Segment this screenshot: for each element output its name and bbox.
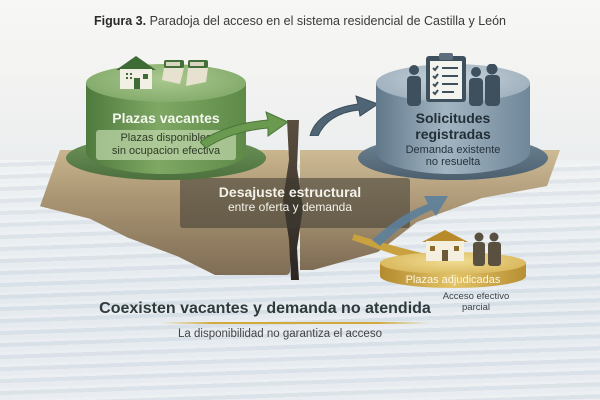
solicitudes-title: Solicitudes registradas (376, 110, 530, 142)
side-note: Acceso efectivo parcial (436, 291, 516, 313)
figure-title: Figura 3. Paradoja del acceso en el sist… (0, 14, 600, 28)
conclusion-headline: Coexisten vacantes y demanda no atendida (99, 300, 431, 317)
side-note-line1: Acceso efectivo (442, 291, 510, 302)
figure-label: Figura 3. (93, 14, 147, 28)
figure-title-text: Paradoja del acceso en el sistema reside… (149, 14, 507, 28)
solicitudes-subtitle-line1: Demanda existente (405, 144, 501, 156)
solicitudes-title-line1: Solicitudes (415, 110, 491, 126)
solicitudes-title-line2: registradas (415, 126, 491, 142)
adjudicadas-title: Plazas adjudicadas (405, 274, 501, 286)
vacantes-subtitle: Plazas disponibles sin ocupacion efectiv… (96, 130, 236, 160)
vacantes-title: Plazas vacantes (112, 110, 220, 126)
vacantes-subtitle-line2: sin ocupacion efectiva (111, 145, 221, 157)
gold-divider (160, 322, 430, 324)
house-icon (422, 230, 468, 261)
vacantes-subtitle-line1: Plazas disponibles (120, 132, 212, 144)
elderly-couple-icon (473, 232, 501, 266)
side-note-line2: parcial (462, 302, 490, 313)
solicitudes-subtitle-line2: no resuelta (425, 156, 481, 168)
twin-beds-icon (162, 60, 208, 86)
gap-label: Desajuste estructural entre oferta y dem… (190, 184, 390, 214)
gap-label-band (180, 178, 410, 228)
gap-subtitle: entre oferta y demanda (227, 200, 353, 214)
people-group-icon (407, 64, 500, 106)
house-with-cross-icon (116, 56, 156, 89)
gap-title: Desajuste estructural (218, 184, 362, 200)
node-solicitudes-registradas: Solicitudes registradas Demanda existent… (358, 50, 548, 185)
green-arrow-icon (200, 111, 290, 148)
node-plazas-vacantes: Plazas vacantes Plazas disponibles sin o… (66, 48, 266, 183)
conclusion-subline: La disponibilidad no garantiza el acceso (178, 328, 382, 340)
solicitudes-subtitle: Demanda existente no resuelta (376, 144, 530, 168)
clipboard-checklist-icon (426, 53, 466, 102)
node-plazas-adjudicadas: Plazas adjudicadas (380, 248, 526, 290)
